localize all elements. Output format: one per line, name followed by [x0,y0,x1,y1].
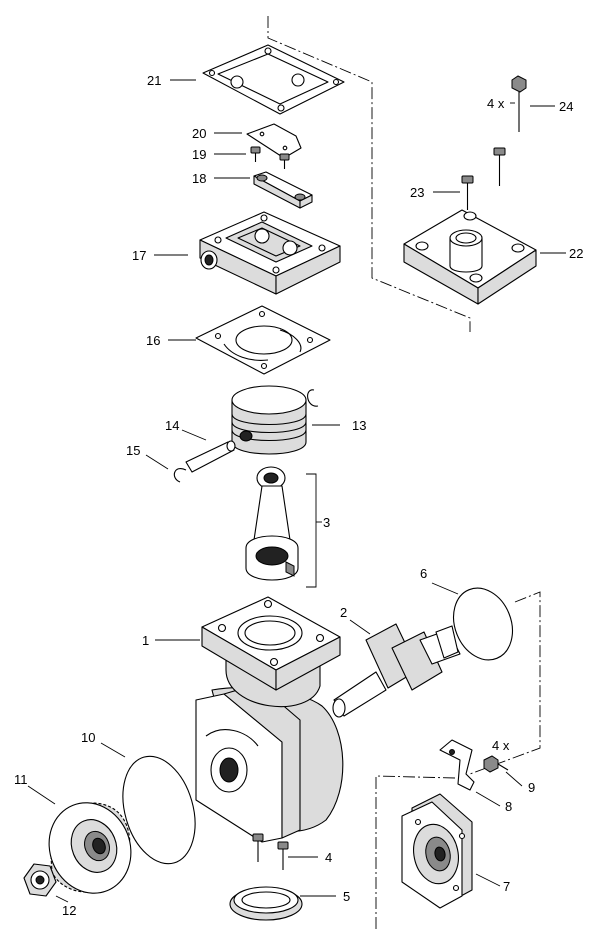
part-11-drive-gear[interactable] [36,790,145,905]
callout-9-qty: 4 x [492,738,510,753]
callout-4: 4 [325,850,332,865]
part-23-bolt[interactable] [461,175,474,210]
part-6-o-ring[interactable] [443,579,523,669]
callout-8: 8 [505,799,512,814]
part-4-bolt-left[interactable] [252,833,264,862]
part-24-bolt-top[interactable] [511,75,527,132]
callout-13: 13 [352,418,366,433]
callout-1: 1 [142,633,149,648]
part-17-cylinder-head[interactable] [199,211,341,295]
callout-2: 2 [340,605,347,620]
callout-3: 3 [323,515,330,530]
part-18-valve-bar[interactable] [253,171,313,209]
callout-labels: 21 20 19 18 17 16 13 14 15 3 23 4 x 24 2… [14,73,583,918]
callout-24: 24 [559,99,573,114]
callout-18: 18 [192,171,206,186]
part-13-piston-circlip[interactable] [307,389,319,407]
callout-20: 20 [192,126,206,141]
callout-24-qty: 4 x [487,96,505,111]
callout-7: 7 [503,879,510,894]
callout-6: 6 [420,566,427,581]
callout-21: 21 [147,73,161,88]
callout-19: 19 [192,147,206,162]
part-24-bolt-middle[interactable] [493,147,506,186]
part-9-screw[interactable] [483,755,509,773]
part-19-screw-left[interactable] [250,146,261,162]
part-1-crankcase[interactable] [195,596,344,843]
callout-15: 15 [126,443,140,458]
part-12-nut[interactable] [23,863,57,897]
callout-22: 22 [569,246,583,261]
callout-17: 17 [132,248,146,263]
leader-lines [27,79,566,903]
part-4-bolt-right[interactable] [277,841,289,870]
part-20-reed-gasket[interactable] [246,123,302,159]
part-2-crankshaft[interactable] [332,623,461,718]
part-21-head-gasket[interactable] [202,44,345,115]
part-5-cover-disc[interactable] [229,886,303,921]
part-19-screw-right[interactable] [279,153,290,169]
part-8-bracket[interactable] [439,739,475,791]
assembly-boundary-lower [375,591,541,930]
callout-16: 16 [146,333,160,348]
part-14-piston-pin[interactable] [185,440,236,473]
part-15-circlip[interactable] [173,468,187,483]
callout-5: 5 [343,889,350,904]
callout-11: 11 [14,772,28,787]
callout-9: 9 [528,780,535,795]
callout-10: 10 [81,730,95,745]
part-3-connecting-rod[interactable] [245,466,299,581]
callout-14: 14 [165,418,179,433]
part-13-piston[interactable] [231,385,307,455]
part-16-cylinder-gasket[interactable] [195,305,331,375]
part-10-o-ring[interactable] [111,748,207,872]
callout-12: 12 [62,903,76,918]
part-22-cover-plate[interactable] [403,209,537,305]
callout-23: 23 [410,185,424,200]
part-7-end-housing[interactable] [401,793,473,909]
